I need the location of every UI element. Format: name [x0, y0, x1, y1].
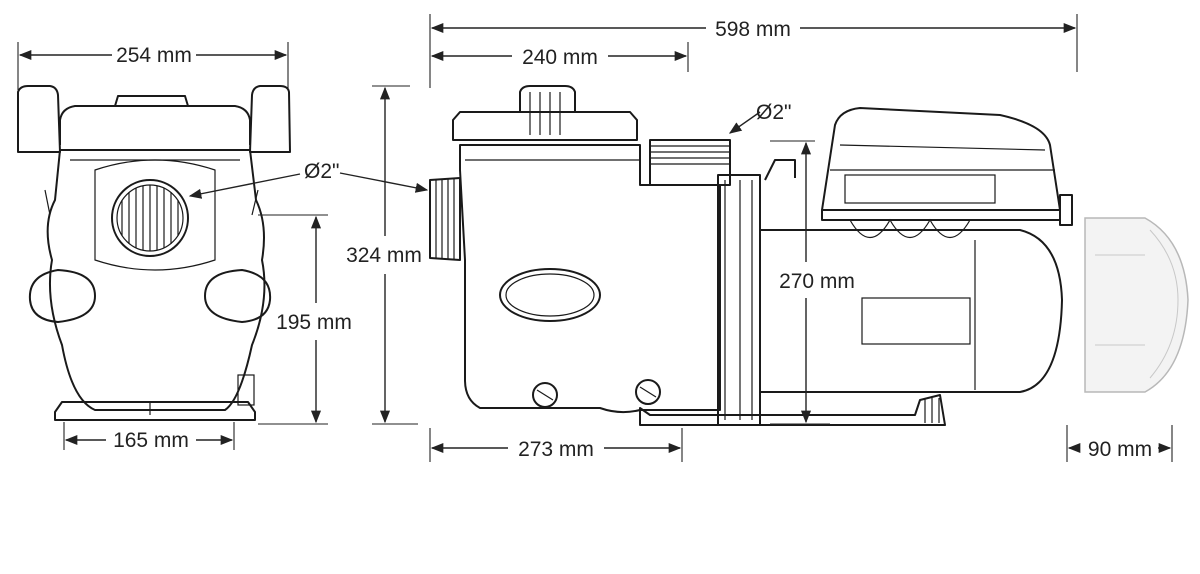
dimension-front-base-width: 165 mm	[63, 422, 235, 452]
front-view-pump	[17, 85, 291, 421]
label-240mm: 240 mm	[522, 46, 598, 69]
callout-inlet-diameter	[339, 172, 429, 193]
label-598mm: 598 mm	[715, 18, 791, 41]
label-273mm: 273 mm	[518, 438, 594, 461]
dimension-front-axis-height: 195 mm	[258, 214, 352, 425]
callout-outlet-diameter: Ø2"	[728, 101, 791, 134]
side-view-pump	[429, 85, 1189, 426]
label-195mm: 195 mm	[276, 311, 352, 334]
dimension-basket-length: 240 mm	[430, 42, 689, 72]
label-90mm: 90 mm	[1088, 438, 1152, 461]
callout-front-diameter: Ø2"	[188, 160, 339, 199]
label-254mm: 254 mm	[116, 44, 192, 67]
label-outlet-diameter: Ø2"	[756, 101, 791, 124]
dimension-overall-height: 324 mm	[346, 85, 422, 425]
label-front-diameter: Ø2"	[304, 160, 339, 183]
label-165mm: 165 mm	[113, 429, 189, 452]
label-324mm: 324 mm	[346, 244, 422, 267]
dimension-front-overall-width: 254 mm	[17, 42, 289, 90]
dimension-motor-height: 270 mm	[770, 140, 862, 425]
dimension-removal-clearance: 90 mm	[1066, 425, 1173, 462]
dimension-base-length: 273 mm	[429, 428, 683, 462]
label-270mm: 270 mm	[779, 270, 855, 293]
dimension-overall-length: 598 mm	[429, 14, 1078, 88]
